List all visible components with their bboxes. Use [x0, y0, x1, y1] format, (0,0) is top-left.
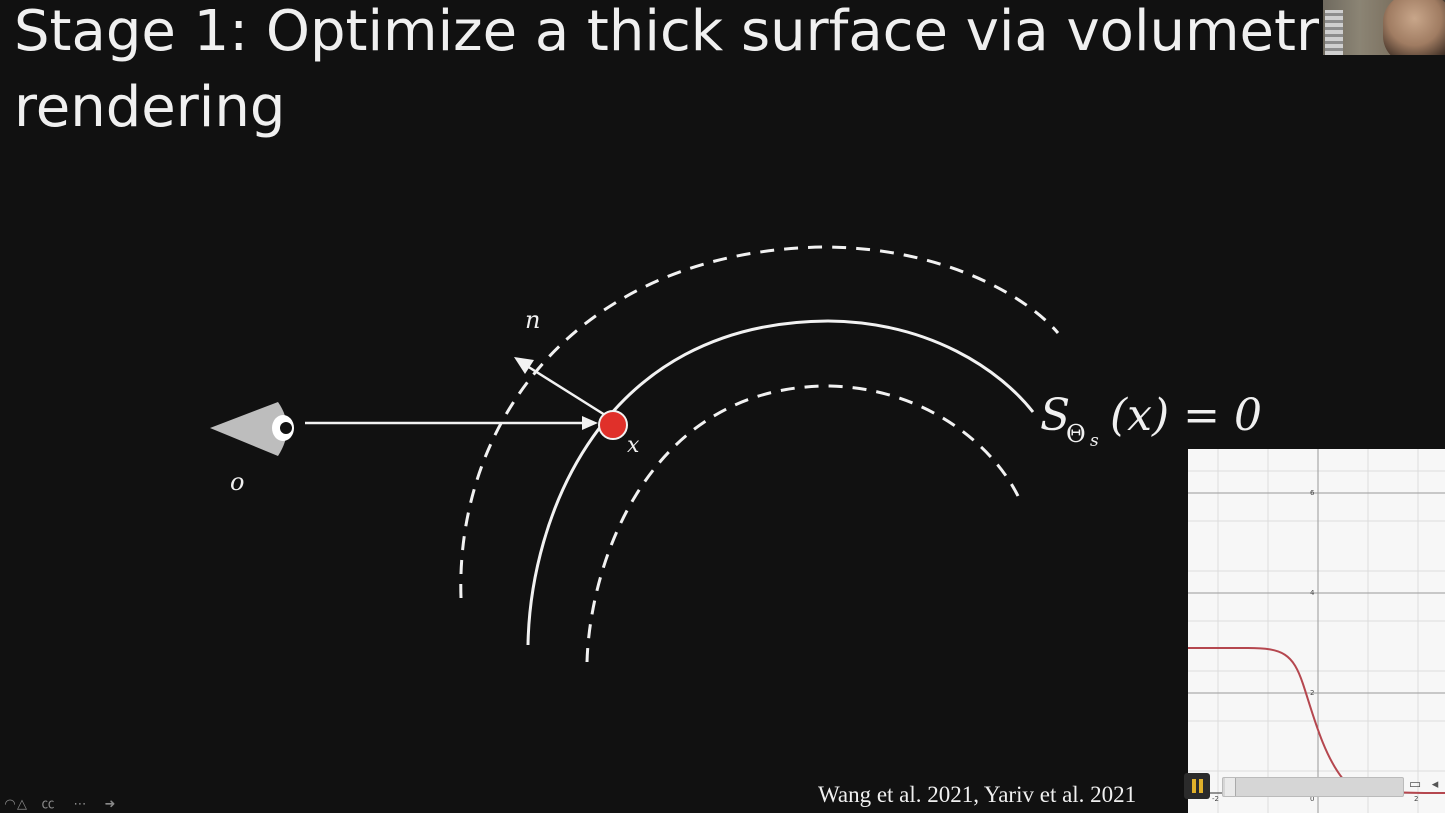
inner-dashed-arc	[585, 384, 1020, 663]
slide-title-line2: rendering	[14, 75, 286, 140]
seek-bar[interactable]	[1222, 777, 1404, 797]
captions-icon[interactable]: ▭	[1408, 777, 1422, 792]
outer-dashed-arc	[459, 245, 1060, 599]
slide-title: Stage 1: Optimize a thick surface via vo…	[14, 0, 1335, 146]
y-tick-label: 2	[1310, 689, 1314, 697]
y-tick-label: 4	[1310, 589, 1315, 597]
surface-point	[598, 410, 628, 440]
ray-arrow	[305, 416, 598, 430]
viewer-toolbar: ◠ △ ㏄ ⋯ ➜	[0, 797, 140, 813]
y-tick-label: 0	[1310, 795, 1314, 803]
triangle-icon[interactable]: △	[17, 797, 27, 812]
surface-arc	[526, 319, 1035, 646]
slide-title-line1: Stage 1: Optimize a thick surface via vo…	[14, 0, 1335, 64]
seek-handle[interactable]	[1225, 778, 1236, 796]
x-tick-label: 2	[1414, 795, 1418, 803]
normal-arrow	[514, 357, 606, 417]
next-icon[interactable]: ➜	[104, 797, 116, 812]
webcam-thumbnail	[1323, 0, 1445, 55]
x-tick-label: -2	[1212, 795, 1219, 803]
pause-icon[interactable]	[1184, 773, 1210, 799]
volume-icon[interactable]: ◂	[1431, 777, 1439, 792]
webcam-background	[1325, 10, 1343, 55]
origin-label: o	[230, 468, 244, 496]
equation-sub: Θ	[1066, 420, 1086, 448]
normal-label: n	[525, 306, 540, 334]
equation-tail: (x) = 0	[1110, 390, 1262, 441]
video-overlay[interactable]: 6 4 2 0 -2 2	[1188, 449, 1445, 813]
eye-icon	[210, 402, 294, 456]
surface-equation: S Θ s (x) = 0	[1040, 390, 1262, 451]
shape-icon[interactable]: ◠	[4, 797, 16, 812]
presenter-avatar	[1383, 0, 1445, 55]
point-label: x	[627, 433, 640, 458]
y-tick-label: 6	[1310, 489, 1315, 497]
more-icon[interactable]: ⋯	[73, 797, 87, 812]
cc-icon[interactable]: ㏄	[41, 797, 55, 812]
citation: Wang et al. 2021, Yariv et al. 2021	[818, 782, 1137, 807]
equation-subsub: s	[1090, 431, 1099, 451]
graph-plot: 6 4 2 0 -2 2	[1188, 449, 1445, 813]
equation-main: S	[1040, 390, 1070, 441]
video-controls: ▭ ◂	[1180, 771, 1445, 801]
